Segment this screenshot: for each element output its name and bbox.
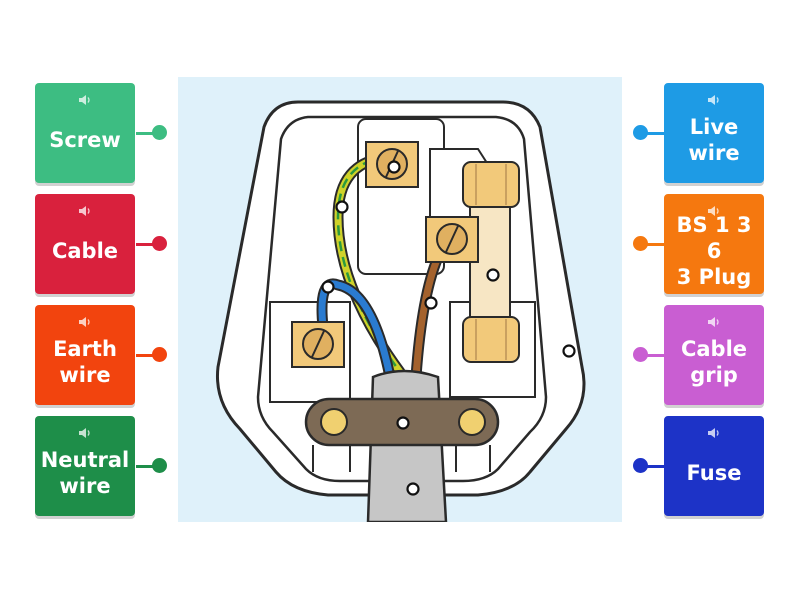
label-text: BS 1 3 6 [676,213,752,263]
hotspot[interactable] [335,200,349,214]
label-card-cable[interactable]: Cable [35,194,135,294]
speaker-icon[interactable] [78,313,92,332]
connector-line [136,132,158,135]
fuse [462,161,520,208]
label-text: Live [689,115,739,139]
speaker-icon[interactable] [78,424,92,443]
connector-dot[interactable] [633,458,648,473]
speaker-icon[interactable] [78,91,92,110]
connector-line [642,132,664,135]
hotspot[interactable] [424,296,438,310]
connector-line [136,465,158,468]
plug-diagram [178,77,622,522]
screw [291,321,345,368]
label-text: Earth [53,337,117,361]
connector-dot[interactable] [152,125,167,140]
hotspot[interactable] [562,344,576,358]
connector-line [136,243,158,246]
connector-dot[interactable] [633,125,648,140]
label-card-screw[interactable]: Screw [35,83,135,183]
label-card-fuse[interactable]: Fuse [664,416,764,516]
plug-illustration [215,100,586,522]
connector-dot[interactable] [633,236,648,251]
connector-dot[interactable] [152,347,167,362]
speaker-icon[interactable] [707,313,721,332]
cable [366,369,448,522]
label-text: Cable [680,337,748,361]
hotspot[interactable] [396,416,410,430]
hotspot[interactable] [387,160,401,174]
label-text: grip [690,363,738,387]
connector-line [136,354,158,357]
label-text: Cable [51,239,119,263]
label-text: wire [59,474,111,498]
speaker-icon[interactable] [707,91,721,110]
connector-line [642,354,664,357]
connector-line [642,243,664,246]
hotspot[interactable] [321,280,335,294]
speaker-icon[interactable] [707,202,721,221]
screw [425,216,479,263]
speaker-icon[interactable] [707,424,721,443]
label-text: wire [59,363,111,387]
connector-dot[interactable] [152,458,167,473]
label-text: wire [688,141,740,165]
label-text: Neutral [40,448,130,472]
label-text: 3 Plug [676,265,752,289]
connector-dot[interactable] [152,236,167,251]
label-text: Screw [49,128,121,152]
hotspot[interactable] [486,268,500,282]
hotspot[interactable] [406,482,420,496]
connector-dot[interactable] [633,347,648,362]
speaker-icon[interactable] [78,202,92,221]
connector-line [642,465,664,468]
label-text: Fuse [686,461,742,485]
